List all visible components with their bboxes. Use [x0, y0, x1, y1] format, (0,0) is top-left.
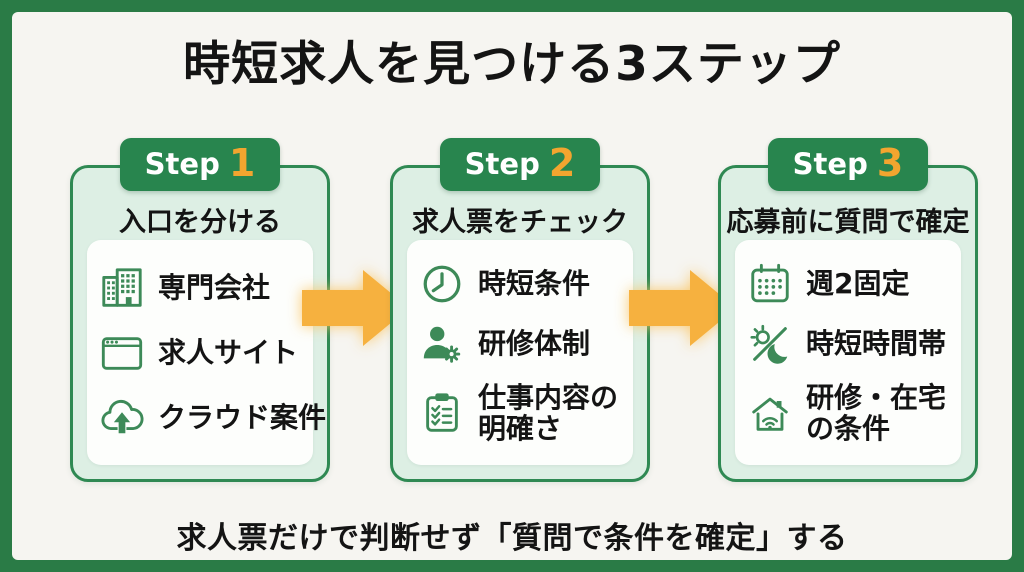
arrow-right-icon: [302, 270, 409, 346]
step-badge-3: Step 3: [768, 138, 928, 191]
item-label: 研修体制: [478, 327, 591, 361]
list-item: 研修・在宅の条件: [747, 380, 957, 446]
item-label: 専門会社: [158, 271, 271, 305]
step-badge-label: Step: [792, 147, 868, 181]
list-item: 時短条件: [419, 261, 629, 307]
step-card-3: Step 3 応募前に質問で確定: [718, 138, 978, 482]
day-night-icon: [747, 321, 793, 367]
calendar-icon: [747, 261, 793, 307]
step-badge-1: Step 1: [120, 138, 280, 191]
item-label: 仕事内容の明確さ: [478, 380, 619, 446]
person-gear-icon: [419, 321, 465, 367]
step-card-title: 求人票をチェック: [412, 207, 628, 238]
home-wifi-icon: [747, 390, 793, 436]
step-badge-number: 2: [548, 141, 576, 185]
list-item: 時短時間帯: [747, 321, 957, 367]
canvas-background: 時短求人を見つける3ステップ Step 1 入口を分ける: [12, 12, 1012, 560]
step-card-title: 入口を分ける: [119, 207, 281, 238]
step-badge-number: 1: [228, 141, 256, 185]
page-title: 時短求人を見つける3ステップ: [183, 37, 841, 92]
step-items-panel: 週2固定: [735, 240, 961, 465]
step-badge-label: Step: [144, 147, 220, 181]
list-item: 専門会社: [99, 265, 309, 311]
step-badge-2: Step 2: [440, 138, 600, 191]
step-items-panel: 専門会社 求人サイト: [87, 240, 326, 465]
footer-note: 求人票だけで判断せず「質問で条件を確定」する: [176, 521, 848, 556]
item-label: クラウド案件: [158, 400, 327, 434]
step-badge-label: Step: [464, 147, 540, 181]
cloud-upload-icon: [99, 394, 145, 440]
step-card-2: Step 2 求人票をチェック 時短条件: [390, 138, 650, 482]
step-badge-number: 3: [876, 141, 904, 185]
list-item: クラウド案件: [99, 394, 326, 440]
item-label: 研修・在宅の条件: [806, 380, 947, 446]
item-label: 求人サイト: [158, 335, 299, 369]
step-card-1: Step 1 入口を分ける: [70, 138, 330, 482]
step-card-title: 応募前に質問で確定: [726, 207, 970, 238]
clock-icon: [419, 261, 465, 307]
list-item: 研修体制: [419, 321, 629, 367]
building-icon: [99, 265, 145, 311]
browser-window-icon: [99, 330, 145, 376]
item-label: 時短時間帯: [806, 327, 947, 361]
list-item: 週2固定: [747, 261, 957, 307]
clipboard-checklist-icon: [419, 390, 465, 436]
step-items-panel: 時短条件: [407, 240, 633, 465]
arrow-right-icon: [629, 270, 736, 346]
list-item: 仕事内容の明確さ: [419, 380, 629, 446]
item-label: 週2固定: [806, 266, 910, 300]
list-item: 求人サイト: [99, 330, 309, 376]
item-label: 時短条件: [478, 266, 591, 300]
